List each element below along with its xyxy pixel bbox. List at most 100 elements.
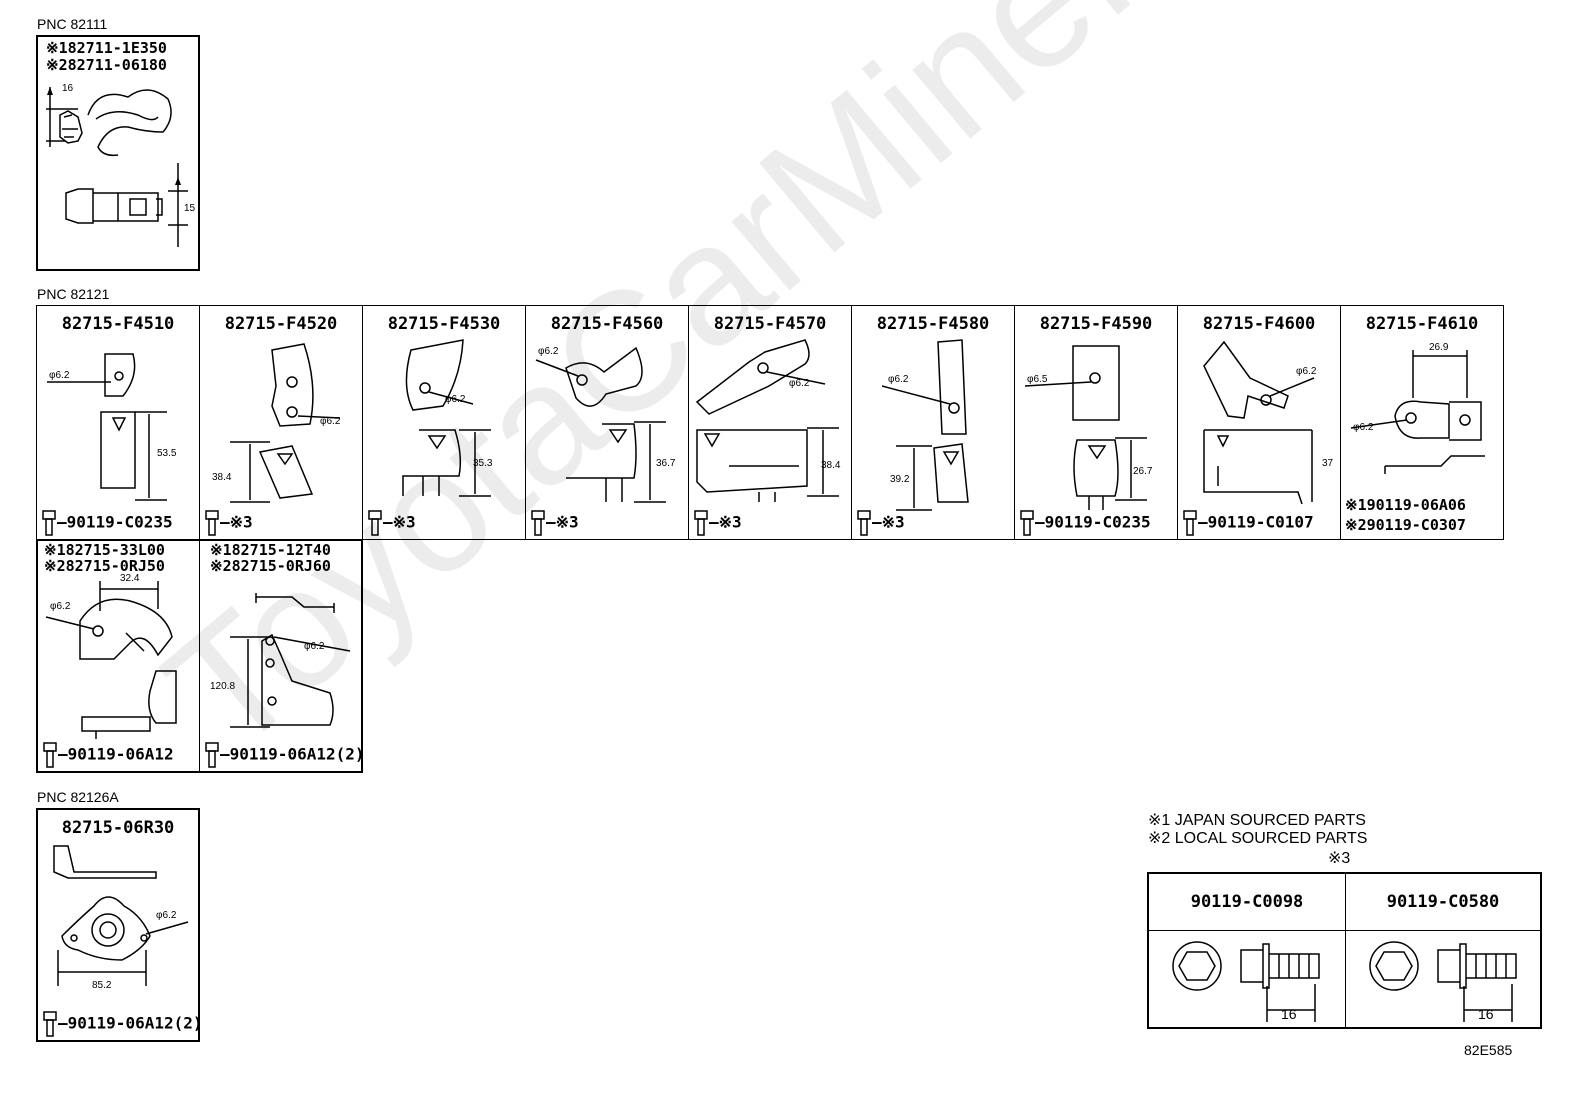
part-number: 82715-F4570	[713, 314, 827, 334]
bracket-drawing	[695, 339, 839, 502]
bolt-icon	[694, 510, 708, 536]
part-number: 82715-F4560	[550, 314, 664, 334]
bolt-icon	[368, 510, 382, 536]
part-cell-82715-33L00: ※182715-33L00 ※282715-0RJ50 32.4 φ6.2 —9…	[36, 539, 200, 773]
bolt-part-number: 90119-C0107	[1207, 512, 1314, 532]
bracket-drawing	[1350, 350, 1485, 474]
bracket-drawing	[230, 593, 351, 728]
bolt-part-number: 90119-C0235	[1044, 512, 1151, 532]
bolt-callout: —90119-C0235	[41, 509, 173, 537]
part-cell-82715-12T40: ※182715-12T40 ※282715-0RJ60 φ6.2 120.8 —…	[199, 539, 365, 773]
dimension-label: 26.7	[1133, 466, 1153, 477]
bracket-drawing	[535, 346, 666, 503]
dimension-label: φ6.2	[888, 374, 909, 385]
bolt-part-number: 90119-C0235	[66, 512, 173, 532]
bolt-part-number: ※290119-C0307	[1345, 516, 1466, 534]
bolt-part-number: ※3	[718, 512, 742, 532]
part-number: ※182715-12T40	[210, 541, 331, 559]
bracket-drawing	[1203, 340, 1315, 505]
part-cell-82715-F4520: 82715-F4520 φ6.2 38.4 —※3	[199, 305, 363, 540]
bracket-drawing	[45, 581, 177, 739]
bolt-callout: —※3	[367, 509, 416, 537]
bracket-drawing	[53, 845, 189, 986]
part-cell-82715-F4610: 82715-F4610 26.9 φ6.2 ※190119-06A06 ※290…	[1340, 305, 1504, 540]
bolt-icon	[205, 510, 219, 536]
bolt-callout: ※290119-C0307	[1345, 516, 1466, 534]
part-number: ※282715-0RJ50	[44, 557, 165, 575]
bolt-callout: ※190119-06A06	[1345, 496, 1466, 514]
part-number: 82715-F4600	[1202, 314, 1316, 334]
part-box-82126A: 82715-06R30 φ6.2 85.2 —90119-06A12(2)	[36, 808, 203, 1042]
bracket-drawing	[402, 339, 491, 497]
dimension-label: 85.2	[92, 980, 112, 991]
part-number: ※182711-1E350	[46, 39, 167, 57]
bolt-callout: —※3	[530, 509, 579, 537]
bracket-drawing	[47, 353, 167, 501]
standard-bolt-cell: 90119-C0098 16	[1149, 874, 1346, 1027]
bolt-callout: —※3	[856, 509, 905, 537]
dimension-label: φ6.2	[320, 416, 341, 427]
dimension-label: φ6.2	[1353, 422, 1374, 433]
pnc-label-82121: PNC 82121	[37, 286, 110, 302]
bolt-part-number: 90119-C0098	[1149, 874, 1345, 931]
part-number: 82715-06R30	[61, 818, 175, 838]
bracket-drawing	[230, 343, 341, 503]
bracket-drawing	[1024, 345, 1147, 510]
dimension-label: 15	[184, 203, 196, 214]
dimension-label: φ6.2	[445, 394, 466, 405]
dimension-label: 38.4	[212, 472, 232, 483]
dimension-label: φ6.2	[789, 378, 810, 389]
pnc-label-82126A: PNC 82126A	[37, 789, 119, 805]
part-number: ※182715-33L00	[44, 541, 165, 559]
dimension-label: 32.4	[120, 573, 140, 584]
dimension-label: 16	[62, 83, 74, 94]
part-box-82111: ※182711-1E350 ※282711-06180 16 15	[36, 35, 200, 271]
bolt-part-number: ※3	[392, 512, 416, 532]
pnc-label-82111: PNC 82111	[37, 16, 108, 32]
dimension-label: 16	[1281, 1006, 1297, 1022]
bolt-callout: —※3	[693, 509, 742, 537]
bolt-icon	[43, 742, 57, 768]
part-number: 82715-F4510	[61, 314, 175, 334]
dimension-label: φ6.2	[538, 346, 559, 357]
bolt-part-number: ※190119-06A06	[1345, 496, 1466, 514]
standard-bolt-cell: 90119-C0580 16	[1346, 874, 1540, 1027]
bolt-icon	[531, 510, 545, 536]
dimension-label: φ6.5	[1027, 374, 1048, 385]
bolt-icon	[42, 510, 56, 536]
dimension-label: 26.9	[1429, 342, 1449, 353]
flange-bolt-drawing	[1369, 941, 1517, 1022]
part-cell-82715-F4580: 82715-F4580 φ6.2 39.2 —※3	[851, 305, 1015, 540]
part-cell-82715-F4510: 82715-F4510 φ6.2 53.5 —90119-C0235	[36, 305, 200, 540]
dimension-label: 35.3	[473, 458, 493, 469]
bolt-part-number: 90119-06A12	[67, 744, 174, 764]
dimension-label: 120.8	[210, 681, 236, 692]
part-number: 82715-F4590	[1039, 314, 1153, 334]
bolt-icon	[43, 1011, 57, 1037]
part-cell-82715-F4600: 82715-F4600 φ6.2 37 —90119-C0107	[1177, 305, 1341, 540]
standard-bolts-table: 90119-C0098 16 90119-C0580 16	[1147, 872, 1542, 1029]
dimension-label: φ6.2	[156, 910, 177, 921]
legend-japan: ※1 JAPAN SOURCED PARTS	[1148, 812, 1366, 829]
part-number: 82715-F4530	[387, 314, 501, 334]
part-cell-82715-F4590: 82715-F4590 φ6.5 26.7 —90119-C0235	[1014, 305, 1178, 540]
bolt-icon	[1020, 510, 1034, 536]
dimension-label: 39.2	[890, 474, 910, 485]
bolt-part-number: ※3	[881, 512, 905, 532]
dimension-label: φ6.2	[49, 370, 70, 381]
bracket-drawing	[881, 339, 969, 511]
dimension-label: 16	[1478, 1006, 1494, 1022]
dimension-label: 38.4	[821, 460, 841, 471]
bolt-part-number: 90119-06A12(2)	[67, 1013, 203, 1033]
part-cell-82715-F4530: 82715-F4530 φ6.2 35.3 —※3	[362, 305, 526, 540]
dimension-label: 36.7	[656, 458, 676, 469]
bolt-callout: —※3	[204, 509, 253, 537]
bolt-callout: —90119-C0235	[1019, 509, 1151, 537]
bolt-part-number: ※3	[555, 512, 579, 532]
legend-local: ※2 LOCAL SOURCED PARTS	[1148, 830, 1368, 847]
part-cell-82715-F4560: 82715-F4560 φ6.2 36.7 —※3	[525, 305, 689, 540]
part-number: 82715-F4580	[876, 314, 990, 334]
part-number: ※282711-06180	[46, 56, 167, 74]
bolt-callout: —90119-C0107	[1182, 509, 1314, 537]
dimension-label: φ6.2	[1296, 366, 1317, 377]
